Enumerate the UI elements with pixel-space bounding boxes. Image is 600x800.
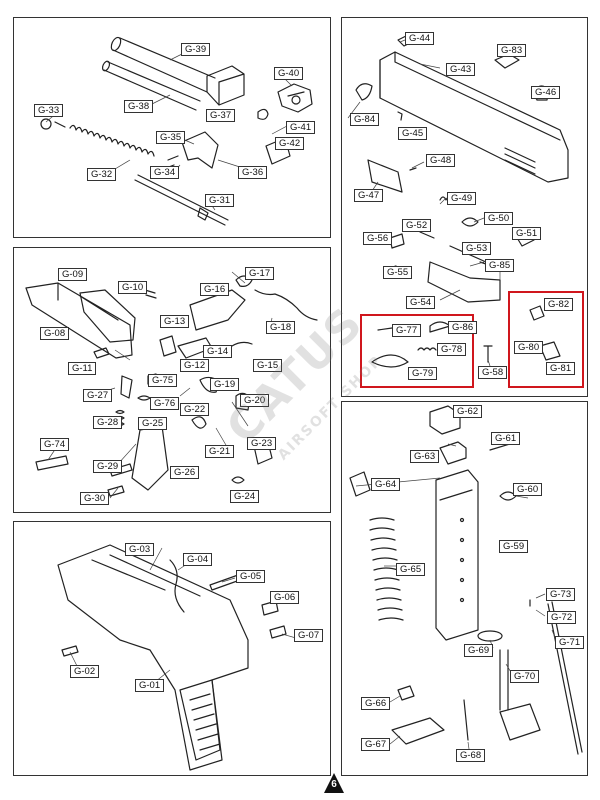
part-label-g19: G-19 <box>210 378 240 391</box>
part-label-g43: G-43 <box>446 63 476 76</box>
part-label-g26: G-26 <box>170 466 200 479</box>
part-label-g71: G-71 <box>555 636 585 649</box>
part-label-g70: G-70 <box>510 670 540 683</box>
part-label-g65: G-65 <box>396 563 426 576</box>
part-label-g36: G-36 <box>238 166 268 179</box>
part-label-g27: G-27 <box>83 389 113 402</box>
part-label-g04: G-04 <box>183 553 213 566</box>
part-label-g53: G-53 <box>462 242 492 255</box>
part-label-g58: G-58 <box>478 366 508 379</box>
page-number: 6 <box>331 779 337 790</box>
part-label-g52: G-52 <box>402 219 432 232</box>
part-label-g29: G-29 <box>93 460 123 473</box>
part-label-g81: G-81 <box>546 362 576 375</box>
part-label-g12: G-12 <box>180 359 210 372</box>
part-label-g74: G-74 <box>40 438 70 451</box>
part-label-g05: G-05 <box>236 570 266 583</box>
part-label-g22: G-22 <box>180 403 210 416</box>
part-label-g82: G-82 <box>544 298 574 311</box>
part-label-g69: G-69 <box>464 644 494 657</box>
part-label-g03: G-03 <box>125 543 155 556</box>
page-number-badge: 6 <box>323 772 345 794</box>
part-label-g55: G-55 <box>383 266 413 279</box>
part-label-g06: G-06 <box>270 591 300 604</box>
part-label-g54: G-54 <box>406 296 436 309</box>
part-label-g02: G-02 <box>70 665 100 678</box>
part-label-g50: G-50 <box>484 212 514 225</box>
part-label-g78: G-78 <box>437 343 467 356</box>
part-label-g23: G-23 <box>247 437 277 450</box>
part-label-g34: G-34 <box>150 166 180 179</box>
part-label-g42: G-42 <box>275 137 305 150</box>
part-label-g11: G-11 <box>68 362 97 375</box>
part-label-g64: G-64 <box>371 478 401 491</box>
part-label-g40: G-40 <box>274 67 304 80</box>
part-label-g14: G-14 <box>203 345 233 358</box>
part-label-g56: G-56 <box>363 232 393 245</box>
part-label-g07: G-07 <box>294 629 324 642</box>
part-label-g37: G-37 <box>206 109 236 122</box>
part-label-g25: G-25 <box>138 417 168 430</box>
part-label-g17: G-17 <box>245 267 275 280</box>
part-label-g46: G-46 <box>531 86 561 99</box>
highlight-box-hammer-parts <box>360 314 474 388</box>
part-label-g30: G-30 <box>80 492 110 505</box>
part-label-g38: G-38 <box>124 100 154 113</box>
part-label-g67: G-67 <box>361 738 391 751</box>
part-label-g15: G-15 <box>253 359 283 372</box>
part-label-g86: G-86 <box>448 321 478 334</box>
part-label-g61: G-61 <box>491 432 521 445</box>
highlight-box-extractor-parts <box>508 291 584 388</box>
part-label-g84: G-84 <box>350 113 380 126</box>
part-label-g24: G-24 <box>230 490 260 503</box>
part-label-g75: G-75 <box>148 374 178 387</box>
part-label-g80: G-80 <box>514 341 544 354</box>
part-label-g73: G-73 <box>546 588 576 601</box>
part-label-g62: G-62 <box>453 405 483 418</box>
part-label-g77: G-77 <box>392 324 422 337</box>
part-label-g16: G-16 <box>200 283 230 296</box>
part-label-g72: G-72 <box>547 611 577 624</box>
part-label-g20: G-20 <box>240 394 270 407</box>
part-label-g83: G-83 <box>497 44 527 57</box>
part-label-g45: G-45 <box>398 127 428 140</box>
part-label-g13: G-13 <box>160 315 190 328</box>
part-label-g10: G-10 <box>118 281 148 294</box>
part-label-g32: G-32 <box>87 168 117 181</box>
part-label-g39: G-39 <box>181 43 211 56</box>
part-label-g68: G-68 <box>456 749 486 762</box>
part-label-g09: G-09 <box>58 268 88 281</box>
part-label-g51: G-51 <box>512 227 542 240</box>
part-label-g28: G-28 <box>93 416 123 429</box>
part-label-g79: G-79 <box>408 367 438 380</box>
part-label-g60: G-60 <box>513 483 543 496</box>
part-label-g41: G-41 <box>286 121 316 134</box>
part-label-g44: G-44 <box>405 32 435 45</box>
part-label-g33: G-33 <box>34 104 64 117</box>
part-label-g63: G-63 <box>410 450 440 463</box>
part-label-g48: G-48 <box>426 154 456 167</box>
part-label-g59: G-59 <box>499 540 529 553</box>
part-label-g47: G-47 <box>354 189 384 202</box>
part-label-g08: G-08 <box>40 327 70 340</box>
part-label-g49: G-49 <box>447 192 477 205</box>
part-label-g35: G-35 <box>156 131 186 144</box>
part-label-g21: G-21 <box>205 445 235 458</box>
part-label-g31: G-31 <box>205 194 235 207</box>
barrel-assembly-panel <box>13 17 331 238</box>
part-label-g01: G-01 <box>135 679 165 692</box>
part-label-g76: G-76 <box>150 397 180 410</box>
part-label-g18: G-18 <box>266 321 296 334</box>
part-label-g85: G-85 <box>485 259 515 272</box>
part-label-g66: G-66 <box>361 697 391 710</box>
